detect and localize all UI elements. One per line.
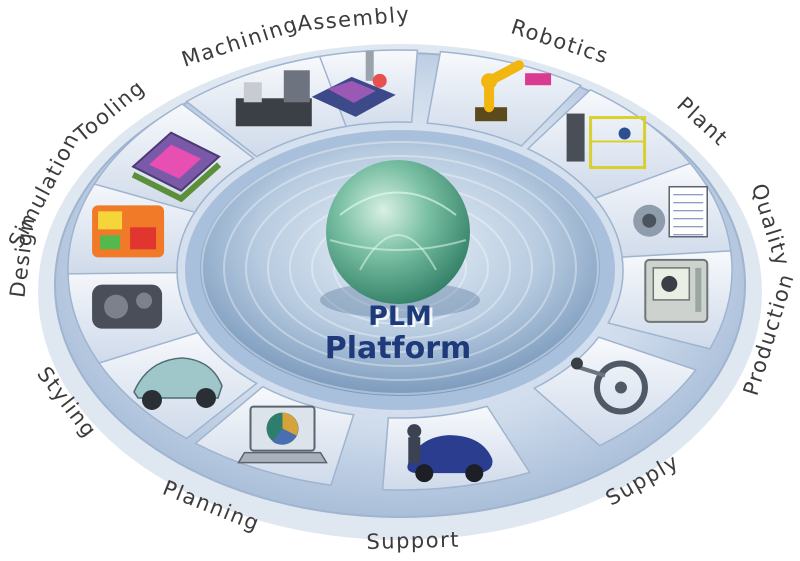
quality-report-icon	[633, 185, 708, 238]
factory-cell-icon	[566, 113, 647, 170]
mold-tool-icon	[131, 131, 222, 203]
label-support: Support	[366, 528, 460, 554]
svg-text:PLM: PLM	[371, 303, 435, 334]
robot-arm-icon	[475, 60, 552, 122]
assembly-robot-icon	[311, 50, 396, 117]
label-assembly: Assembly	[296, 2, 411, 36]
segment-icons	[92, 50, 709, 483]
steering-wheel-icon	[570, 357, 648, 415]
engine-fea-icon	[92, 205, 165, 258]
center-title-line2: Platform	[325, 331, 472, 366]
center-title: PLM PLM Platform	[325, 301, 472, 366]
laptop-pie-chart-icon	[237, 405, 328, 464]
platform-sphere	[320, 160, 480, 318]
control-panel-icon	[644, 258, 709, 323]
cnc-machine-icon	[235, 70, 312, 127]
center-title-line1: PLM	[368, 301, 432, 332]
gearbox-icon	[92, 284, 163, 329]
car-service-icon	[407, 424, 493, 483]
concept-car-icon	[133, 357, 223, 410]
